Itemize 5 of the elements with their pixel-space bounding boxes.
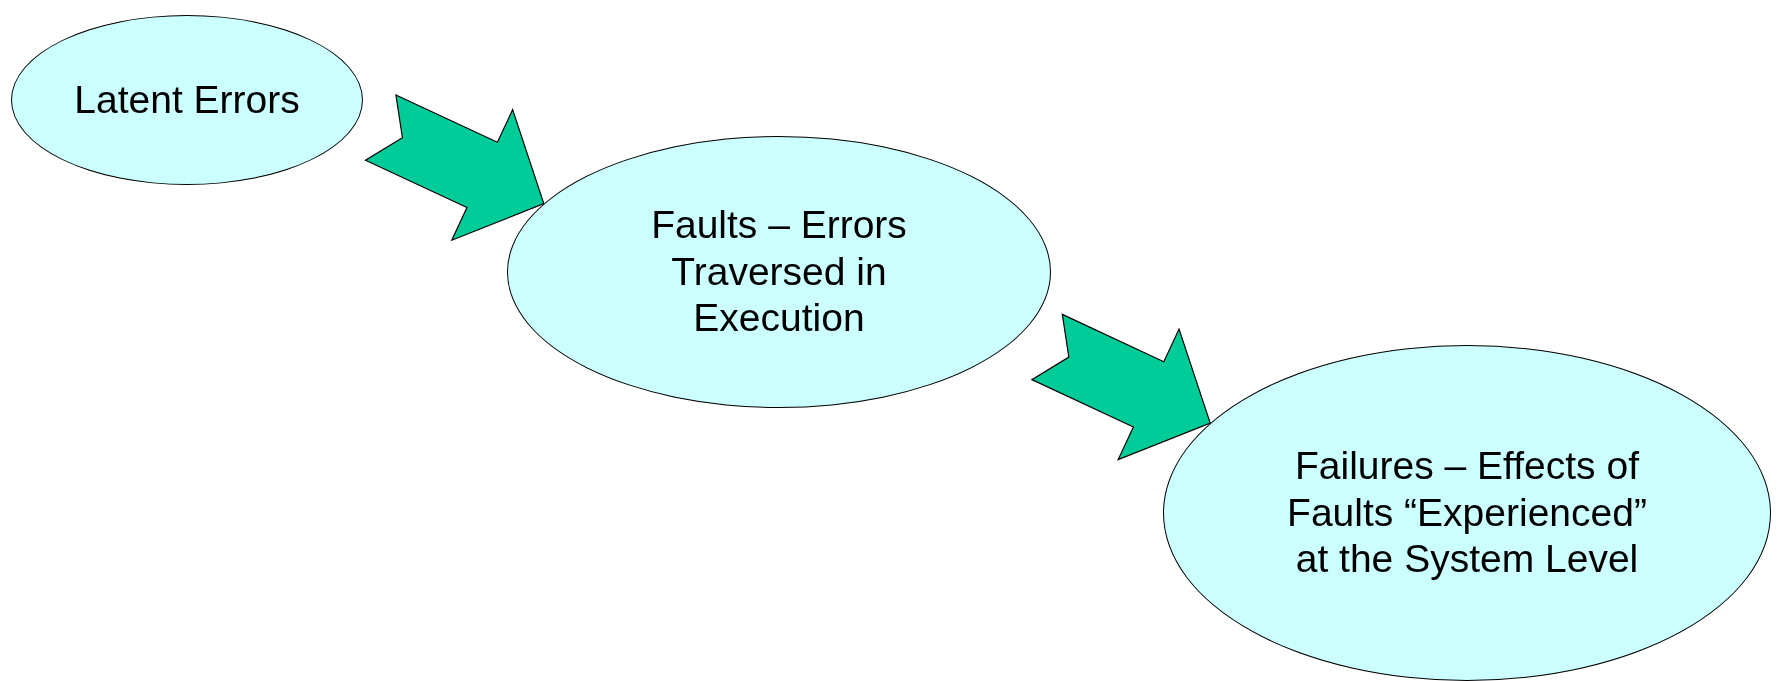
block-arrow — [364, 93, 545, 242]
node-label: Latent Errors — [74, 76, 300, 123]
block-arrow — [1030, 313, 1211, 461]
node-label: Faults – Errors Traversed in Execution — [650, 201, 908, 342]
node-label: Failures – Effects of Faults “Experienced” at the System Level — [1286, 442, 1648, 583]
